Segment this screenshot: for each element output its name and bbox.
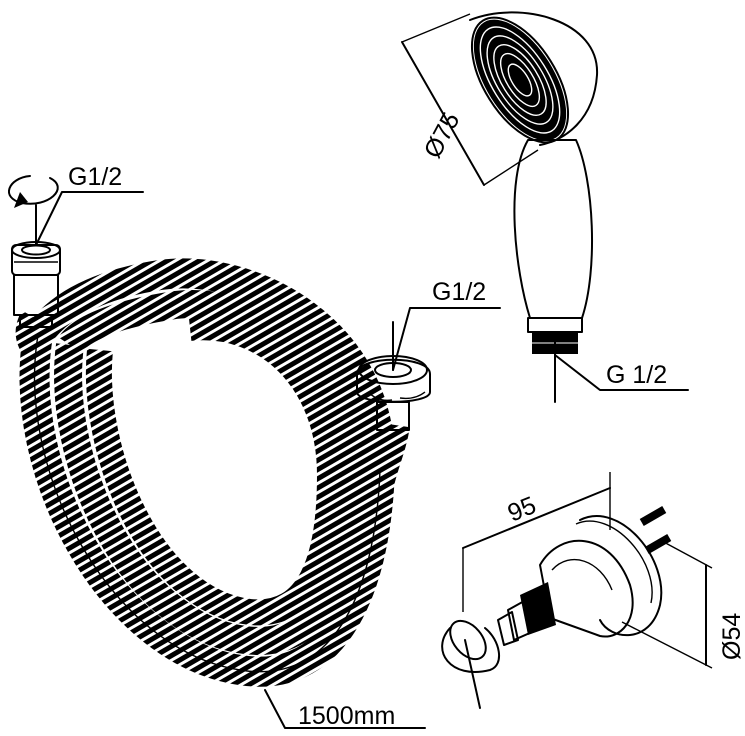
hose-coil-inner [86, 314, 344, 626]
hand-shower-handle [513, 139, 594, 319]
rotation-arrow-icon [8, 175, 59, 208]
hand-shower-diameter-label: Ø75 [419, 108, 466, 163]
mounting-screws [639, 506, 672, 554]
length-95-dimension [462, 472, 611, 612]
label-leaders [35, 191, 689, 729]
hand-shower [469, 11, 599, 354]
hose-lead-outlet [365, 422, 410, 484]
hand-shower-thread-label: G 1/2 [606, 361, 667, 389]
wall-bracket [441, 506, 672, 673]
hose-coil-middle [54, 290, 367, 655]
hose-length-label: 1500mm [298, 702, 395, 730]
hose-inlet-thread-label: G1/2 [68, 163, 122, 191]
hose-inlet-nut [11, 241, 61, 328]
diameter-75-dimension [401, 13, 539, 186]
diameter-54-dimension [621, 539, 713, 669]
hose-outlet-thread-label: G1/2 [432, 278, 486, 306]
bracket-length-label: 95 [504, 491, 540, 527]
hand-shower-face [470, 16, 570, 144]
bracket-diameter-label: Ø54 [718, 613, 745, 660]
shower-hose [15, 258, 410, 687]
